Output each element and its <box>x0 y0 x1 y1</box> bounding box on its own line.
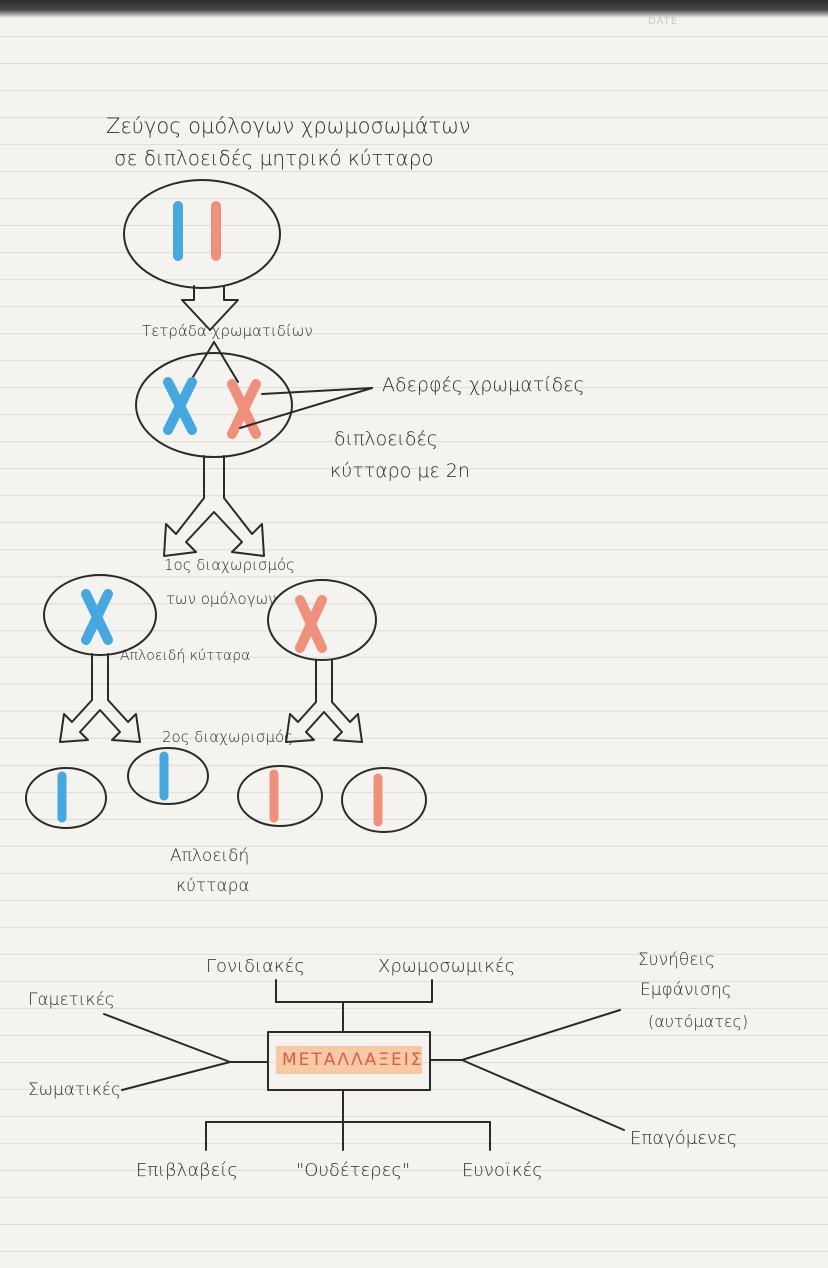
mother-cell <box>123 179 281 289</box>
split-arrow-left <box>59 653 141 743</box>
mutations-center-label: ΜΕΤΑΛΛΑΞΕΙΣ <box>282 1050 424 1070</box>
genetic-label: Γονιδιακές <box>206 956 305 977</box>
diploid-cell <box>135 352 293 458</box>
mutations-highlight <box>276 1046 422 1074</box>
haploid-label-1: Απλοειδή <box>170 846 250 866</box>
induced-label: Επαγόμενες <box>630 1128 738 1149</box>
salmon-x-chromosome <box>227 379 261 439</box>
split-arrow-1 <box>163 455 265 557</box>
haploid-left-blue-x <box>81 589 113 645</box>
left-branch-top <box>103 1013 231 1063</box>
tetrad-label: Τετράδα χρωματιδίων <box>142 322 313 340</box>
final-cell-2 <box>127 747 209 805</box>
haploid-label-2: κύτταρα <box>176 876 250 896</box>
right-branch-bottom <box>461 1059 625 1131</box>
final-cell-3 <box>237 765 323 827</box>
sister-chromatids-label: Αδερφές χρωματίδες <box>382 374 585 396</box>
haploid-cell-left <box>43 574 157 656</box>
tetrad-pointer-left <box>189 341 215 383</box>
neutral-label: "Ουδέτερες" <box>296 1160 411 1181</box>
spontaneous-label-1: Συνήθεις <box>638 950 715 970</box>
page-corner-mark: DATE <box>648 16 679 27</box>
final-cell-1 <box>25 767 107 829</box>
somatic-label: Σωματικές <box>28 1080 122 1100</box>
sister-pointer-top <box>261 387 373 395</box>
diploid-label-1: διπλοειδές <box>334 428 438 450</box>
harmful-label: Επιβλαβείς <box>136 1160 238 1181</box>
beneficial-label: Ευνοϊκές <box>462 1160 543 1181</box>
top-edge-shadow <box>0 0 828 18</box>
arrow-down-1 <box>181 285 239 331</box>
haploid-right-salmon-x <box>295 595 327 653</box>
first-separation-label-1: 1ος διαχωρισμός <box>164 556 295 574</box>
left-branch-bottom <box>121 1061 231 1091</box>
title-line-2: σε διπλοειδές μητρικό κύτταρο <box>114 146 434 170</box>
haploid-cells-inline-label: Απλοειδή κύτταρα <box>120 648 251 664</box>
chromosomal-label: Χρωμοσωμικές <box>378 956 516 977</box>
spontaneous-label-3: (αυτόματες) <box>648 1012 749 1031</box>
haploid-cell-right <box>267 579 377 661</box>
split-arrow-right <box>285 659 363 743</box>
second-separation-label: 2ος διαχωρισμός <box>162 728 293 746</box>
spontaneous-label-2: Εμφάνισης <box>640 980 732 1000</box>
diploid-label-2: κύτταρο με 2n <box>330 460 470 482</box>
gametic-label: Γαμετικές <box>28 990 115 1010</box>
title-line-1: Ζεύγος ομόλογων χρωμοσωμάτων <box>106 114 471 138</box>
right-branch-top <box>461 1009 621 1061</box>
tetrad-pointer-right <box>213 341 239 383</box>
sister-pointer-bottom <box>239 387 373 429</box>
blue-x-chromosome <box>163 377 197 435</box>
final-cell-4 <box>341 767 427 833</box>
first-separation-label-2: των ομόλογων <box>166 590 277 608</box>
